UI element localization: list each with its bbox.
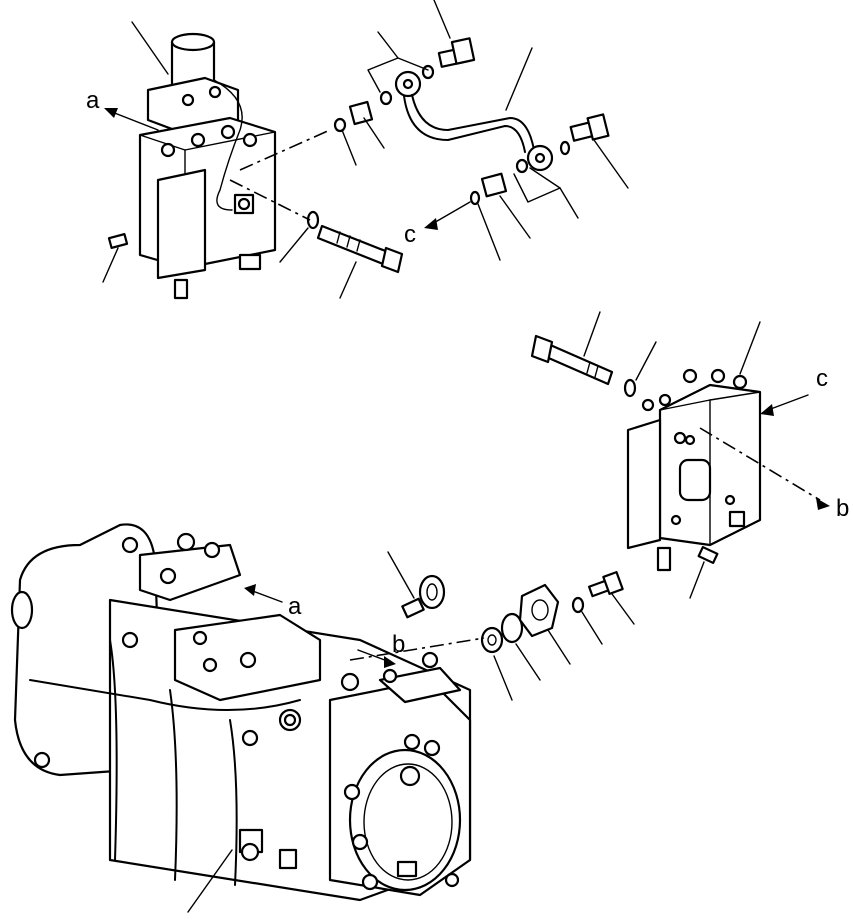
callout-lines-lower bbox=[187, 551, 635, 913]
label-a-bottom-text: a bbox=[288, 593, 302, 620]
label-b-bottom bbox=[357, 649, 396, 668]
dowel-pin-upper bbox=[107, 232, 129, 250]
dowel-pin-right bbox=[697, 545, 719, 565]
upper-left-valve-assembly bbox=[138, 32, 277, 300]
lower-right-parts bbox=[480, 571, 624, 654]
banjo-bolt-top bbox=[437, 37, 476, 68]
callout-lines-upper bbox=[102, 0, 629, 299]
label-c-right bbox=[760, 394, 809, 416]
sensor-eye-bolt bbox=[401, 574, 446, 619]
callout-lines-right bbox=[583, 311, 761, 599]
label-b-bottom-text: b bbox=[392, 631, 405, 658]
label-c-right-text: c bbox=[816, 365, 828, 392]
guide-line-b-right bbox=[699, 427, 821, 501]
label-a-top-text: a bbox=[86, 87, 100, 114]
o-ring-3 bbox=[421, 64, 435, 80]
through-bolt-upper bbox=[316, 224, 404, 274]
o-ring-2 bbox=[379, 90, 393, 106]
label-a-bottom bbox=[244, 584, 283, 603]
o-ring-4 bbox=[559, 140, 571, 156]
label-b-right-text: b bbox=[836, 495, 849, 522]
guide-line-upper-2 bbox=[229, 179, 311, 221]
guide-line-lower-1 bbox=[349, 637, 485, 661]
plug-2 bbox=[480, 172, 508, 198]
o-ring-6 bbox=[469, 190, 481, 206]
main-pump-assembly bbox=[10, 523, 472, 902]
o-ring-1 bbox=[333, 117, 347, 133]
right-valve-assembly bbox=[626, 368, 762, 572]
pipe-assembly bbox=[394, 70, 554, 172]
banjo-bolt-right bbox=[569, 113, 610, 142]
washer-right bbox=[623, 378, 637, 398]
label-c-left-text: c bbox=[404, 221, 416, 248]
arrow-b-right bbox=[816, 498, 830, 510]
through-bolt-right bbox=[530, 334, 614, 386]
label-a-top bbox=[104, 108, 159, 131]
o-ring-5 bbox=[515, 158, 529, 174]
label-c-left bbox=[424, 201, 471, 230]
plug-1 bbox=[348, 100, 374, 126]
guide-line-upper-1 bbox=[239, 129, 331, 171]
washer-upper bbox=[306, 210, 320, 230]
